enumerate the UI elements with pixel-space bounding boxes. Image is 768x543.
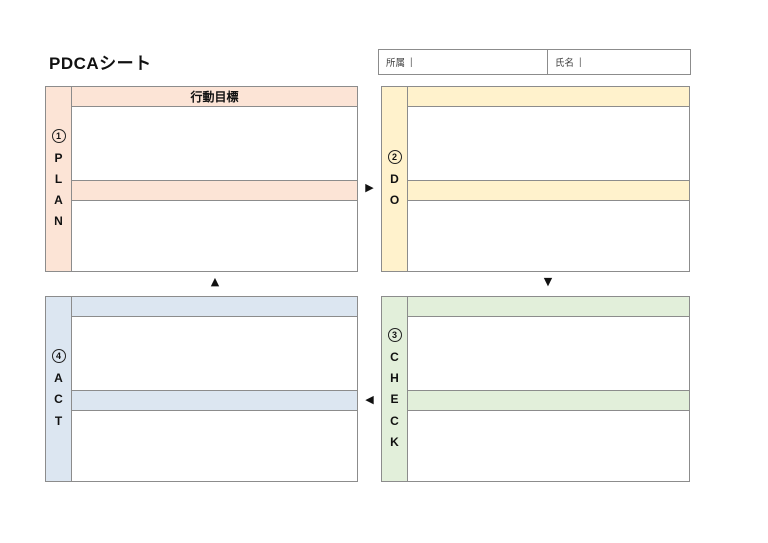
plan-header-bar: 行動目標 [72, 87, 357, 107]
plan-sidebar: 1 P L A N [46, 87, 72, 271]
do-letter: D [390, 171, 399, 186]
name-field[interactable]: 氏名 | [547, 50, 690, 74]
plan-quadrant: 1 P L A N 行動目標 [45, 86, 358, 272]
act-main [72, 297, 357, 481]
do-header-bar [408, 87, 689, 107]
check-letter: H [390, 371, 399, 386]
check-letter: E [390, 392, 399, 407]
department-label: 所属 [386, 58, 406, 69]
act-top-cell[interactable] [72, 317, 357, 391]
name-cursor-bar: | [579, 56, 582, 68]
plan-subheader-bar [72, 181, 357, 201]
name-label: 氏名 [555, 58, 575, 69]
act-circled-number: 4 [51, 349, 66, 364]
check-header-bar [408, 297, 689, 317]
do-quadrant: 2 D O [381, 86, 690, 272]
plan-letter: P [54, 150, 63, 165]
check-letter: C [390, 413, 399, 428]
check-sidebar: 3 C H E C K [382, 297, 408, 481]
plan-letter: N [54, 214, 63, 229]
do-sidebar: 2 D O [382, 87, 408, 271]
check-quadrant: 3 C H E C K [381, 296, 690, 482]
arrow-left-icon: ◀ [365, 393, 374, 406]
arrow-down-icon: ▼ [543, 275, 553, 288]
do-bottom-cell[interactable] [408, 201, 689, 271]
plan-circled-number: 1 [51, 128, 66, 143]
do-subheader-bar [408, 181, 689, 201]
arrow-up-icon: ▲ [210, 275, 220, 288]
check-subheader-bar [408, 391, 689, 411]
check-main [408, 297, 689, 481]
plan-goal-cell[interactable] [72, 107, 357, 181]
act-letter: A [54, 371, 63, 386]
plan-letter: A [54, 193, 63, 207]
check-letter: C [390, 350, 399, 365]
check-letter: K [390, 434, 399, 449]
act-quadrant: 4 A C T [45, 296, 358, 482]
do-top-cell[interactable] [408, 107, 689, 181]
page-title: PDCAシート [49, 54, 152, 73]
arrow-right-icon: ▶ [365, 181, 374, 194]
check-circled-number: 3 [387, 328, 402, 343]
department-field[interactable]: 所属 | [379, 50, 547, 74]
plan-main: 行動目標 [72, 87, 357, 271]
act-sidebar: 4 A C T [46, 297, 72, 481]
plan-letter: L [54, 171, 63, 186]
department-cursor-bar: | [410, 56, 413, 68]
info-table: 所属 | 氏名 | [378, 49, 691, 75]
act-subheader-bar [72, 391, 357, 411]
do-letter: O [389, 193, 400, 207]
do-main [408, 87, 689, 271]
do-circled-number: 2 [387, 149, 402, 164]
act-header-bar [72, 297, 357, 317]
check-bottom-cell[interactable] [408, 411, 689, 481]
plan-detail-cell[interactable] [72, 201, 357, 271]
check-top-cell[interactable] [408, 317, 689, 391]
act-letter: C [54, 392, 63, 407]
act-bottom-cell[interactable] [72, 411, 357, 481]
act-letter: T [54, 413, 63, 428]
